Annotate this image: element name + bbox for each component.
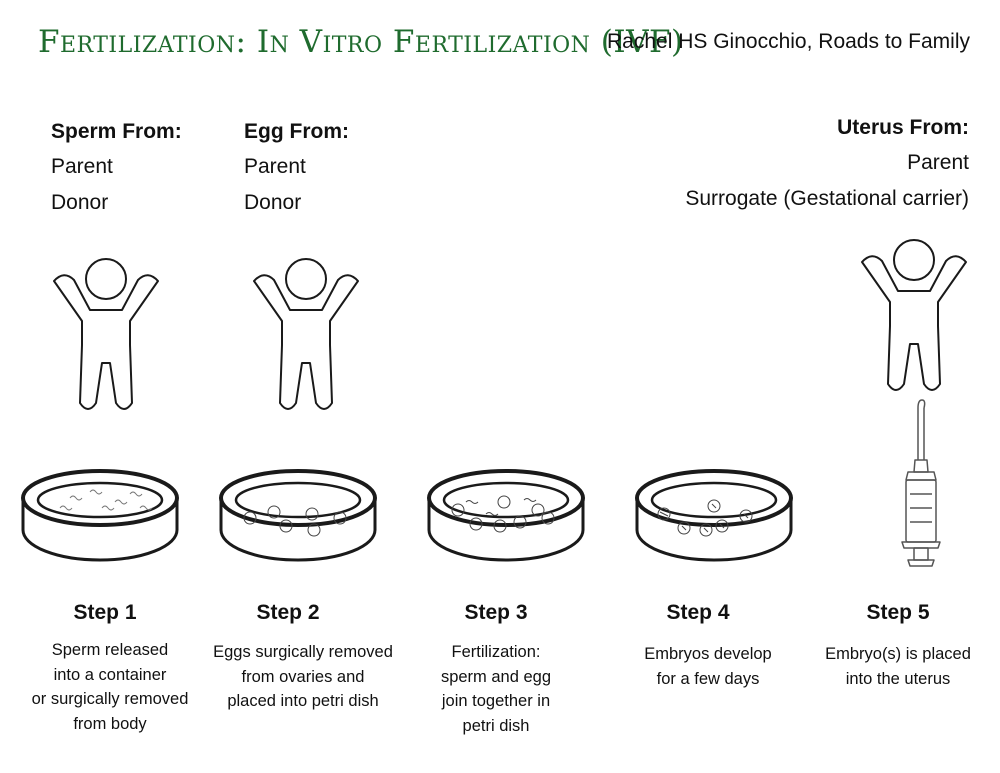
step-label: Step 5 [866,601,930,624]
step-description-line: into a container [53,665,167,684]
sperm-source-option: Parent [51,155,113,178]
author-credit: Rachel HS Ginocchio, Roads to Family [607,30,970,53]
uterus-source: Uterus From: Parent Surrogate (Gestation… [685,116,969,211]
egg-source-option: Donor [244,191,302,214]
page-title: Fertilization: In Vitro Fertilization (I… [38,24,684,60]
uterus-source-option: Surrogate (Gestational carrier) [685,187,969,210]
egg-source-heading: Egg From: [244,120,349,143]
step-description-line: Embryo(s) is placed [825,645,971,663]
petri-dish-icon [427,469,585,562]
sperm-source-option: Donor [51,191,109,214]
person-icon [253,258,359,410]
step-label: Step 2 [256,601,320,624]
step-description-line: from ovaries and [241,667,365,686]
step-description: Eggs surgically removed from ovaries and… [198,640,408,714]
step-description-line: sperm and egg [440,667,552,686]
step-label: Step 4 [666,601,730,624]
step-description: Sperm released into a container or surgi… [15,638,205,736]
step-description: Embryos develop for a few days [628,642,788,691]
sperm-source: Sperm From: Parent Donor [51,120,182,215]
egg-source: Egg From: Parent Donor [244,120,349,215]
step-description-line: Eggs surgically removed [213,643,393,661]
step-description-line: into the uterus [845,669,951,688]
syringe-icon [901,399,941,567]
step-description-line: or surgically removed [31,690,189,708]
uterus-source-option: Parent [907,151,969,174]
uterus-source-heading: Uterus From: [837,116,969,139]
petri-dish-icon [21,469,179,562]
egg-source-option: Parent [244,155,306,178]
petri-dish-icon [635,469,793,562]
step-description-line: Sperm released [51,641,169,659]
step-description: Embryo(s) is placed into the uterus [808,642,988,691]
step-description-line: placed into petri dish [227,692,379,710]
person-icon [861,239,967,391]
step-description-line: for a few days [656,669,760,688]
step-description-line: Embryos develop [644,645,772,663]
petri-dish-icon [219,469,377,562]
sperm-source-heading: Sperm From: [51,120,182,143]
step-description-line: petri dish [462,716,530,735]
step-label: Step 3 [464,601,528,624]
step-description-line: join together in [441,692,551,710]
person-icon [53,258,159,410]
step-label: Step 1 [73,601,137,624]
step-description-line: Fertilization: [451,643,541,661]
step-description: Fertilization: sperm and egg join togeth… [421,640,571,738]
step-description-line: from body [73,714,147,733]
